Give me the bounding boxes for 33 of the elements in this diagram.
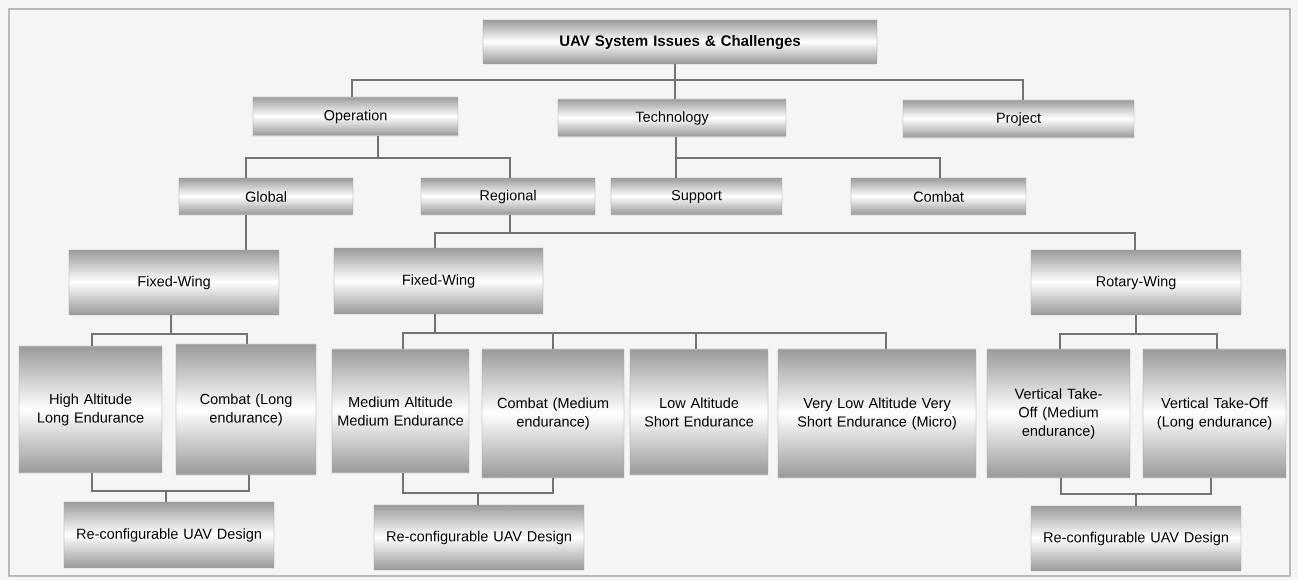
category-box: Very Low Altitude Very Short Endurance (Micro): [777, 348, 977, 479]
connector-line: [245, 214, 247, 251]
connector-line: [1135, 477, 1212, 507]
category-box: Rotary-Wing: [1030, 249, 1242, 316]
category-box: Medium Altitude Medium Endurance: [331, 348, 470, 474]
connector-line: [1135, 314, 1218, 350]
category-box: Technology: [557, 98, 787, 138]
category-box: Vertical Take-Off (Long endurance): [1142, 348, 1287, 479]
category-box: Project: [902, 99, 1135, 139]
connector-line: [674, 63, 1024, 101]
title-box: UAV System Issues & Challenges: [482, 19, 878, 65]
category-box: Low Altitude Short Endurance: [629, 348, 769, 476]
category-box: Re-configurable UAV Design: [1030, 505, 1242, 572]
category-box: Re-configurable UAV Design: [63, 501, 275, 569]
category-box: Combat (Long endurance): [175, 343, 317, 476]
category-box: Support: [610, 177, 783, 216]
category-box: Combat: [850, 177, 1027, 216]
connector-line: [477, 477, 554, 506]
category-box: Global: [178, 177, 354, 216]
category-box: Re-configurable UAV Design: [373, 504, 585, 571]
connector-line: [434, 313, 887, 350]
category-box: Fixed-Wing: [333, 247, 544, 315]
connector-line: [509, 214, 1136, 251]
connector-line: [165, 474, 250, 503]
connector-line: [377, 135, 511, 179]
category-box: Fixed-Wing: [68, 249, 280, 316]
connector-line: [170, 314, 248, 345]
connector-line: [675, 136, 941, 179]
category-box: High Altitude Long Endurance: [18, 345, 163, 474]
category-box: Regional: [420, 177, 596, 216]
category-box: Combat (Medium endurance): [481, 348, 625, 479]
category-box: Vertical Take-Off (Medium endurance): [986, 348, 1131, 479]
category-box: Operation: [252, 96, 459, 137]
